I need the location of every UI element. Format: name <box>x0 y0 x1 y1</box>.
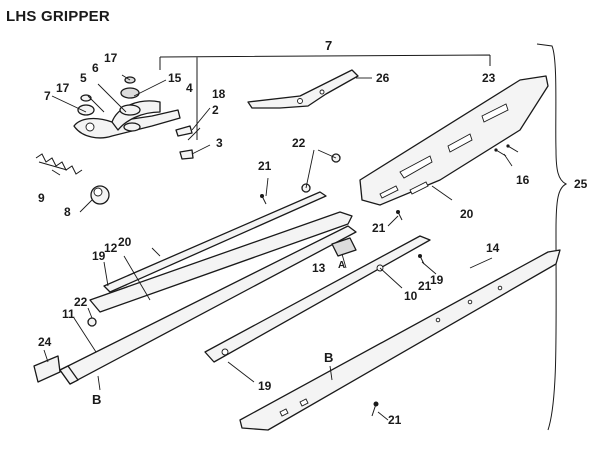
callout-label: 21 <box>372 221 386 235</box>
callout-label: 24 <box>38 335 52 349</box>
callout-label: 25 <box>574 177 588 191</box>
callout-label: 6 <box>92 61 99 75</box>
callout-label: 12 <box>104 241 118 255</box>
spring-part <box>35 153 83 175</box>
callout-label: 17 <box>56 81 70 95</box>
block-part-13 <box>331 237 357 257</box>
callout-label: 22 <box>292 136 306 150</box>
callout-label: 9 <box>38 191 45 205</box>
callout-label: 21 <box>258 159 272 173</box>
callout-label: 8 <box>64 205 71 219</box>
callout-label: 19 <box>92 249 106 263</box>
callout-label: B <box>324 350 333 365</box>
callout-label: 13 <box>312 261 326 275</box>
callout-label: 19 <box>430 273 444 287</box>
callout-label: B <box>92 392 101 407</box>
callout-label: 22 <box>74 295 88 309</box>
callout-label: 16 <box>516 173 530 187</box>
callout-label: 3 <box>216 136 223 150</box>
callout-bracket-7 <box>159 54 491 140</box>
callout-bracket-25 <box>536 43 568 431</box>
screw-parts-21 <box>260 194 425 417</box>
callout-label: A <box>338 260 345 271</box>
rail-part-19 <box>103 191 327 293</box>
knob-part <box>90 185 110 205</box>
callout-label: 26 <box>376 71 390 85</box>
callout-label: 21 <box>388 413 402 427</box>
rail-part-10 <box>204 235 431 363</box>
diagram-title: LHS GRIPPER <box>6 8 110 25</box>
rail-part-12 <box>89 211 353 313</box>
callout-label: 7 <box>325 38 332 53</box>
callout-label: 20 <box>460 207 474 221</box>
callout-label: 20 <box>118 235 132 249</box>
callout-label: 4 <box>186 81 193 95</box>
finger-part <box>247 69 359 109</box>
callout-label: 5 <box>80 71 87 85</box>
callout-label: 23 <box>482 71 496 85</box>
callout-label: 19 <box>258 379 272 393</box>
callout-label: 10 <box>404 289 418 303</box>
rail-tip-part <box>33 355 61 383</box>
rocker-part <box>111 87 161 132</box>
leader-lines <box>43 74 513 421</box>
bolt-parts-16 <box>494 144 519 157</box>
callout-label: 21 <box>418 279 432 293</box>
clip-parts <box>175 125 211 160</box>
rail-part-11 <box>59 225 357 385</box>
base-plate-part <box>239 249 561 431</box>
jaw-plate-part <box>359 75 549 206</box>
callout-label: 11 <box>62 307 75 321</box>
callout-label: 7 <box>44 89 51 103</box>
callout-label: 17 <box>104 51 118 65</box>
callout-label: 15 <box>168 71 182 85</box>
callout-label: 14 <box>486 241 500 255</box>
callout-label: 18 <box>212 87 226 101</box>
callout-label: 2 <box>212 103 219 117</box>
